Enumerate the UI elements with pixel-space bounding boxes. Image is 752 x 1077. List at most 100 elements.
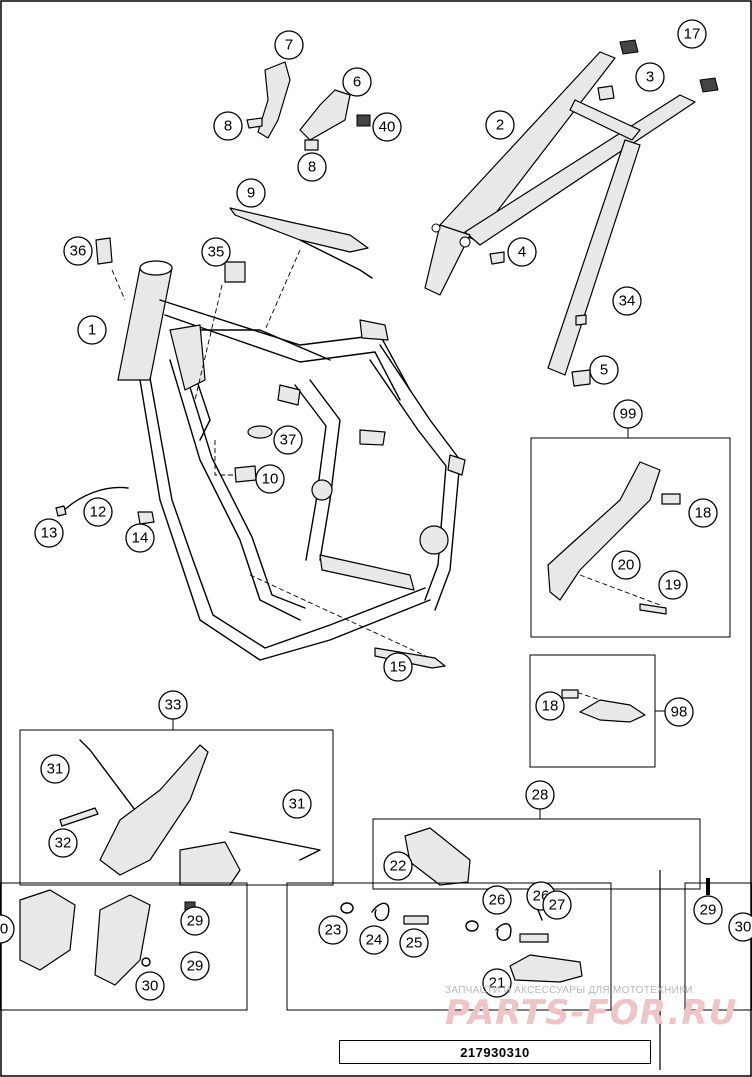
bracket-7: [257, 61, 291, 139]
callout-1: 1: [77, 315, 107, 345]
callout-23: 23: [318, 915, 348, 945]
bushing-10: [234, 465, 257, 483]
callout-9: 9: [236, 178, 266, 208]
bolt-8a: [246, 117, 263, 129]
svg-text:3: 3: [646, 69, 654, 86]
main-frame-part: [117, 260, 466, 661]
callout-30b: 30: [728, 912, 752, 942]
svg-text:29: 29: [700, 902, 717, 919]
svg-text:7: 7: [285, 37, 293, 54]
callout-31a: 31: [40, 754, 70, 784]
bolt-18b: [561, 689, 579, 699]
svg-text:0: 0: [0, 921, 8, 938]
callout-10: 10: [255, 464, 285, 494]
bolt-15: [374, 647, 446, 669]
callout-98: 98: [664, 697, 694, 727]
callout-13: 13: [34, 518, 64, 548]
svg-text:31: 31: [289, 796, 306, 813]
washer-center: [465, 920, 479, 932]
svg-text:6: 6: [353, 74, 361, 91]
callout-7: 7: [274, 30, 304, 60]
bolt-18a: [661, 493, 681, 505]
callout-24: 24: [359, 925, 389, 955]
leader-dash-98: [569, 689, 601, 701]
svg-text:4: 4: [518, 244, 526, 261]
svg-text:5: 5: [600, 362, 608, 379]
bracket-6: [299, 89, 351, 141]
svg-text:19: 19: [665, 577, 682, 594]
callout-0: 0: [0, 914, 15, 944]
bolt-8b: [304, 139, 319, 151]
callout-8b: 8: [297, 152, 327, 182]
svg-text:29: 29: [187, 913, 204, 930]
kit-box-33: [19, 729, 334, 886]
slider-98: [579, 699, 646, 723]
footpeg-21: [509, 954, 583, 983]
callout-8a: 8: [213, 111, 243, 141]
cable-tie-31a: [79, 739, 136, 811]
svg-text:35: 35: [208, 244, 225, 261]
callout-21: 21: [482, 968, 512, 998]
svg-text:34: 34: [619, 293, 636, 310]
cable-guide-9: [229, 207, 369, 253]
callout-15: 15: [383, 652, 413, 682]
rubber-buffer-17a: [619, 39, 639, 55]
clip-13: [55, 505, 67, 517]
leader-dash-9: [264, 249, 301, 331]
spring-center: [495, 923, 512, 941]
nut-40: [356, 114, 371, 127]
bolt-5: [571, 369, 591, 387]
lower-box-left: [0, 882, 248, 1011]
svg-text:20: 20: [618, 557, 635, 574]
pin-center: [519, 933, 549, 943]
callout-6: 6: [342, 67, 372, 97]
svg-text:1: 1: [88, 322, 96, 339]
callout-4: 4: [507, 237, 537, 267]
callout-32: 32: [48, 828, 78, 858]
callout-26: 26: [482, 885, 512, 915]
drawing-number: 217930310: [339, 1040, 651, 1064]
clip-35: [224, 261, 246, 283]
pin-25: [403, 915, 429, 925]
leader-dash-1: [111, 269, 126, 301]
svg-text:13: 13: [41, 525, 58, 542]
svg-text:21: 21: [489, 975, 506, 992]
lower-box-right: [684, 882, 752, 1011]
callout-18a: 18: [688, 498, 718, 528]
spring-24: [371, 902, 390, 922]
frame-guard-lower-right: [94, 894, 151, 986]
svg-text:10: 10: [262, 471, 279, 488]
svg-text:25: 25: [406, 935, 423, 952]
svg-text:30: 30: [735, 919, 752, 936]
svg-text:40: 40: [379, 119, 396, 136]
callout-19: 19: [658, 570, 688, 600]
svg-text:22: 22: [390, 858, 407, 875]
callout-29a: 29: [180, 906, 210, 936]
callout-28: 28: [525, 780, 555, 810]
svg-text:17: 17: [684, 26, 701, 43]
bolt-32: [59, 807, 99, 827]
washer-30: [141, 957, 151, 967]
cable-tie-31b: [229, 831, 321, 861]
callout-14: 14: [125, 523, 155, 553]
cap-14: [137, 511, 155, 525]
svg-text:31: 31: [47, 761, 64, 778]
callout-37: 37: [273, 425, 303, 455]
callout-31b: 31: [282, 789, 312, 819]
callout-25: 25: [399, 928, 429, 958]
svg-text:18: 18: [695, 505, 712, 522]
svg-text:27: 27: [549, 897, 566, 914]
washer-23: [340, 902, 354, 914]
leader-dash-15: [249, 574, 431, 659]
callout-36: 36: [63, 236, 93, 266]
grommet-37: [247, 425, 273, 439]
svg-text:18: 18: [542, 698, 559, 715]
svg-text:8: 8: [308, 159, 316, 176]
svg-text:36: 36: [70, 243, 87, 260]
bushing-34: [575, 314, 587, 326]
svg-text:29: 29: [187, 958, 204, 975]
svg-text:12: 12: [90, 504, 107, 521]
bolt-19: [639, 603, 667, 615]
svg-text:15: 15: [390, 659, 407, 676]
